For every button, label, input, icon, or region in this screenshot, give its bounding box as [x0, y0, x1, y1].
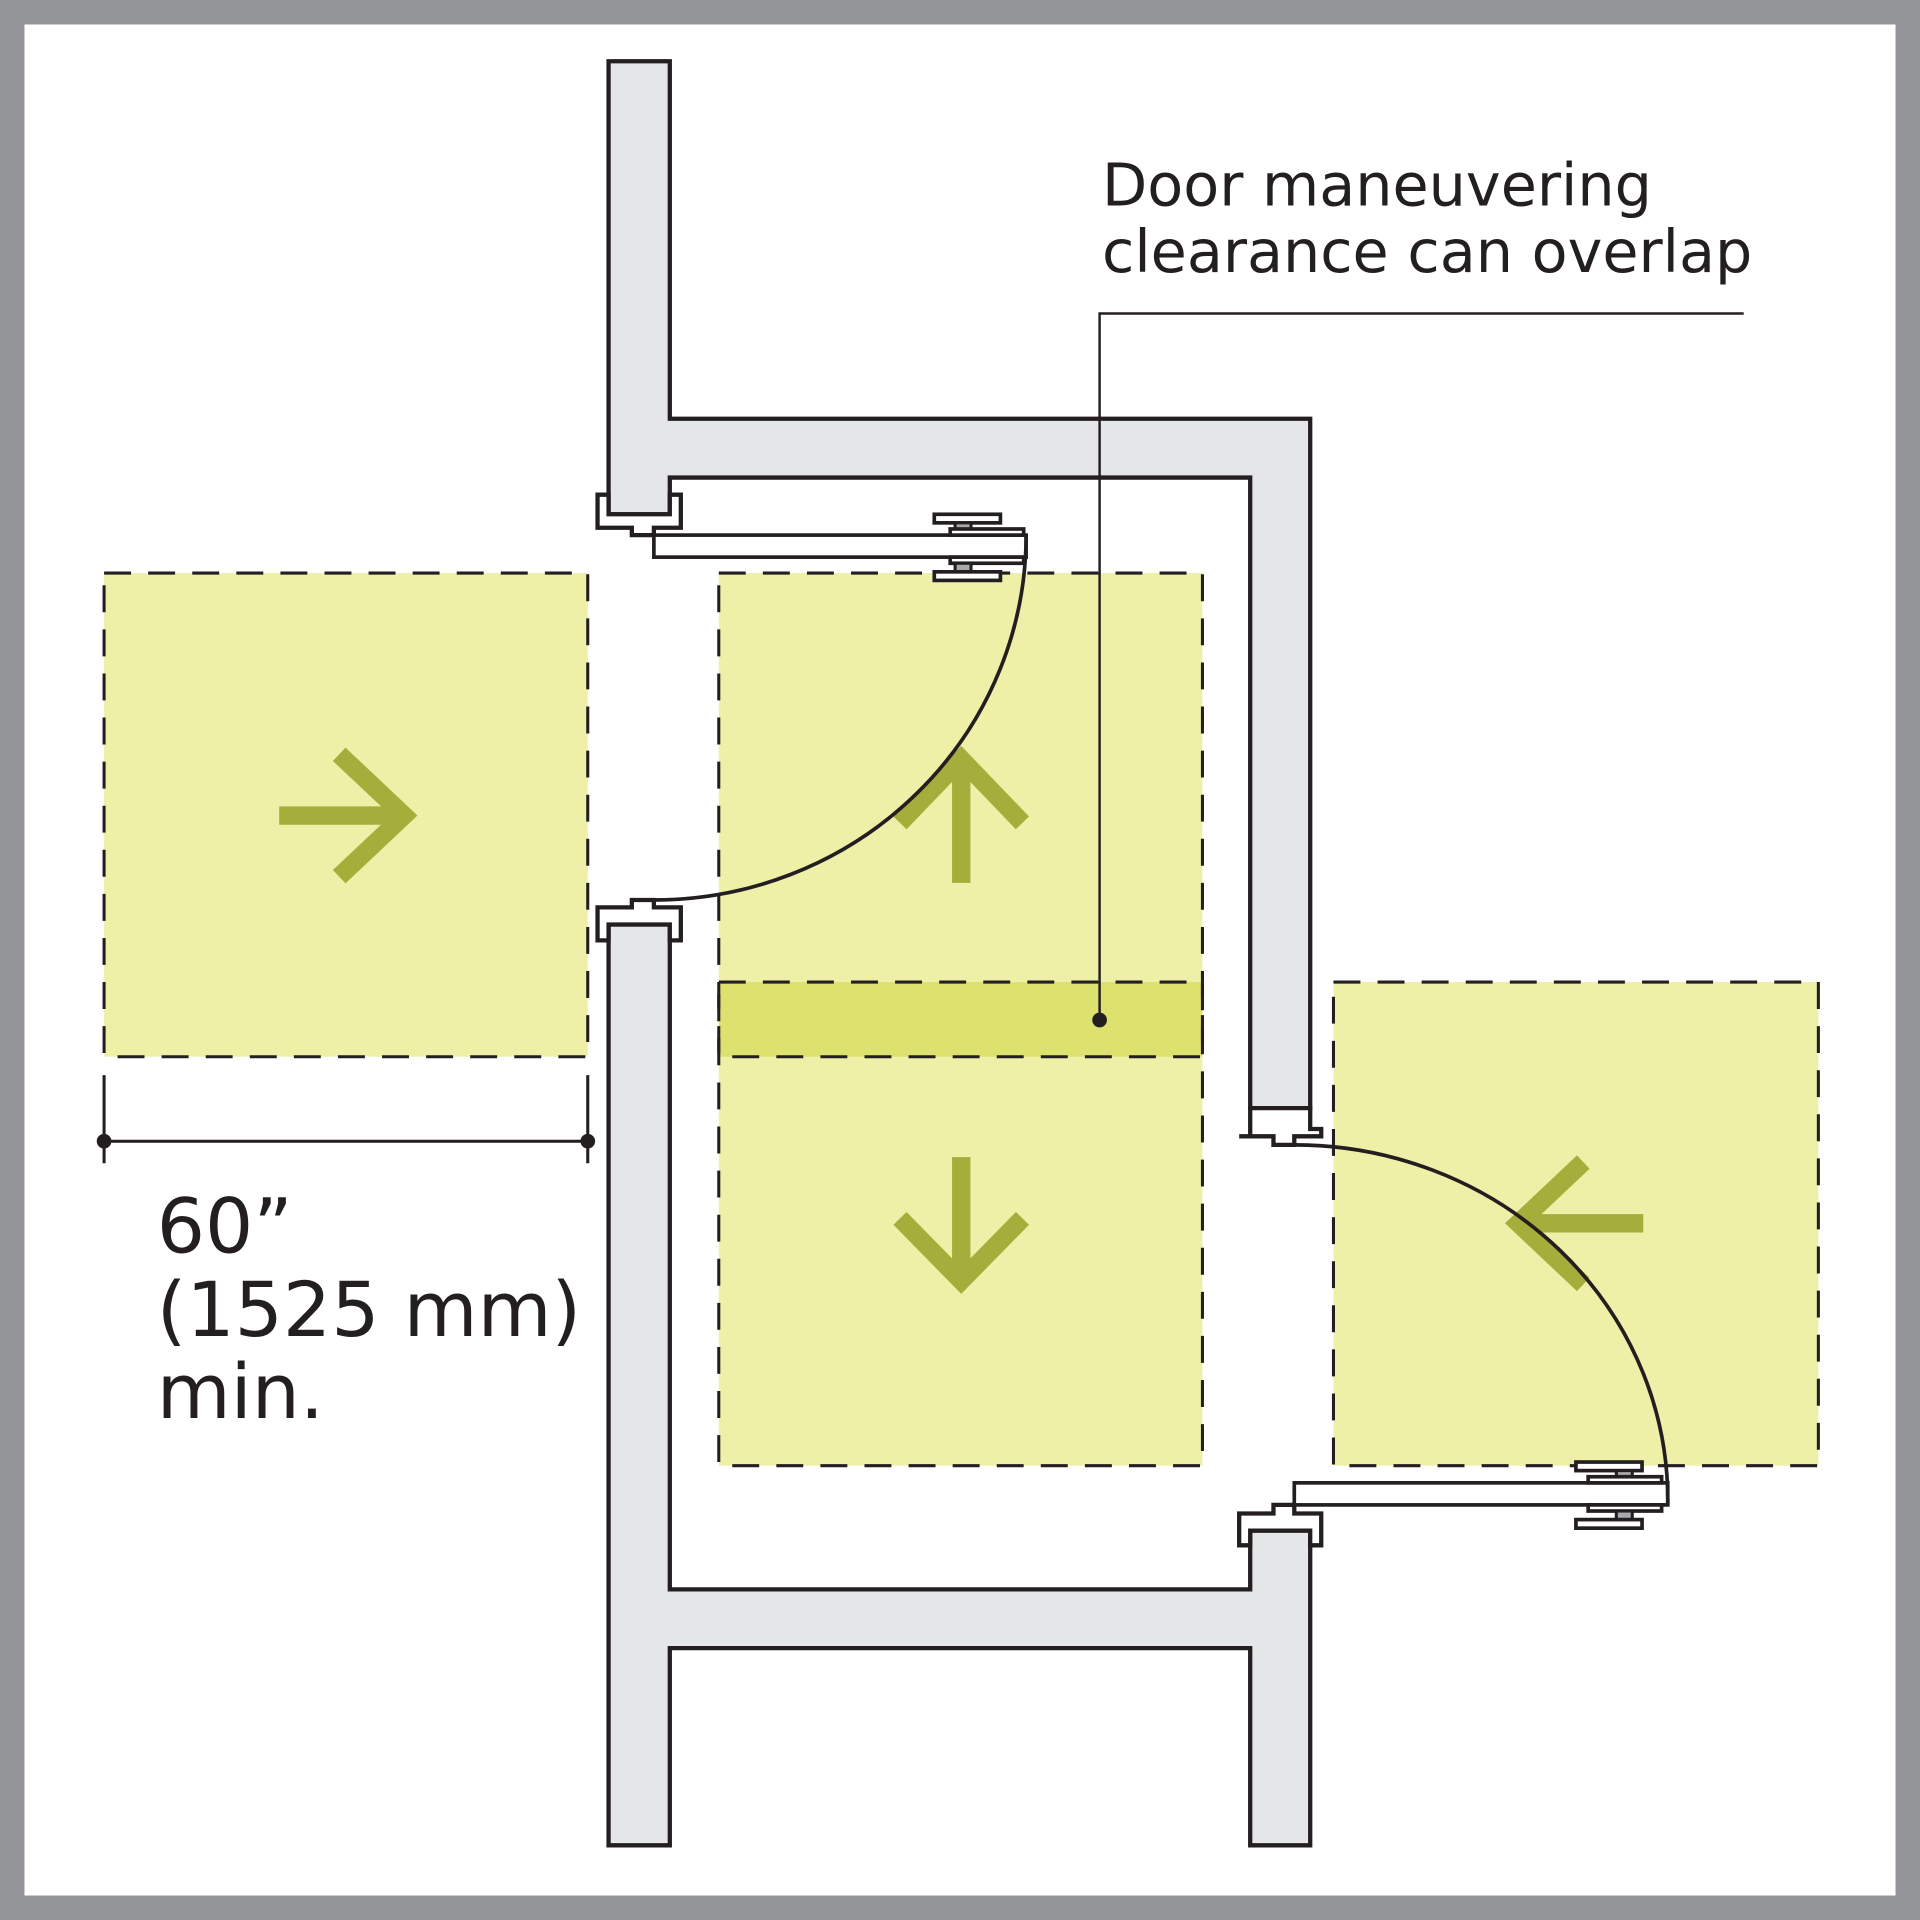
left-arrow-icon — [1504, 1155, 1644, 1292]
clearance-outline-lower — [717, 980, 1204, 1468]
door-swing-right — [1294, 1143, 1670, 1505]
callout-line-2: clearance can overlap — [1102, 217, 1752, 286]
dimension-end-dot-icon — [580, 1133, 596, 1149]
direction-arrows — [279, 745, 1644, 1294]
dimension-qualifier: min. — [157, 1348, 324, 1436]
leader-dot-icon — [1092, 1012, 1107, 1028]
clearance-outline-left — [102, 571, 590, 1059]
door-handles — [932, 512, 1664, 1530]
door-frame-right-bottom — [1237, 1502, 1324, 1548]
door-leaf-lower-right — [1292, 1481, 1670, 1507]
clearance-outlines — [102, 571, 1820, 1468]
dimension-value: 60” — [157, 1183, 293, 1271]
callout-line-1: Door maneuvering — [1102, 151, 1652, 220]
door-frames — [595, 492, 1324, 1548]
door-frame-top-left — [595, 492, 683, 538]
clearance-overlap-zone — [718, 982, 1203, 1057]
door-frame-mid-left — [595, 897, 683, 943]
callout-leader — [1092, 312, 1744, 1028]
dimension-metric: (1525 mm) — [157, 1266, 581, 1354]
door-frame-right-top — [1239, 1106, 1324, 1148]
lower-wall — [606, 922, 1313, 1848]
door-handle-lower-icon — [1574, 1460, 1664, 1530]
right-arrow-icon — [279, 747, 418, 884]
door-leaf-upper — [652, 533, 1028, 559]
door-swing-upper — [653, 535, 1028, 902]
door-swings — [653, 535, 1670, 1505]
down-arrow-icon — [893, 1157, 1030, 1294]
dimension-line — [96, 1075, 596, 1164]
dimension-end-dot-icon — [96, 1133, 112, 1149]
up-arrow-icon — [893, 745, 1030, 883]
doors — [652, 533, 1670, 1507]
